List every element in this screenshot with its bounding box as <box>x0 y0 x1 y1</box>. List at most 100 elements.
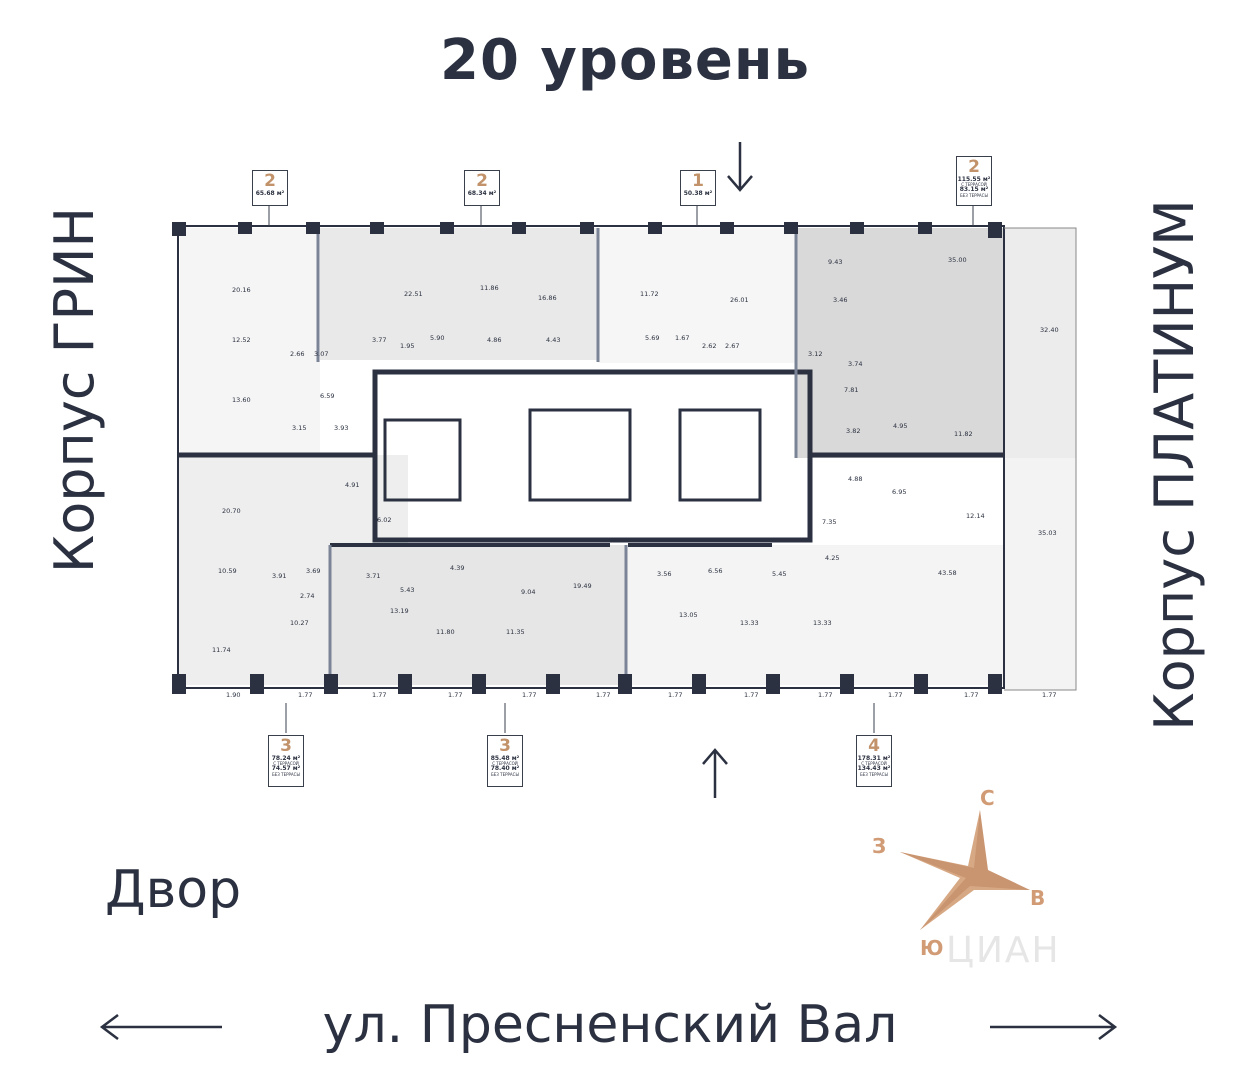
room-area-label: 11.82 <box>954 430 973 438</box>
room-area-label: 9.04 <box>521 588 535 596</box>
room-area-label: 4.95 <box>893 422 907 430</box>
apartment-tag[interactable]: 3 85.48 м² С ТЕРРАСОЙ 78.40 м² БЕЗ ТЕРРА… <box>487 735 523 787</box>
room-area-label: 4.25 <box>825 554 839 562</box>
room-area-label: 43.58 <box>938 569 957 577</box>
compass: С З В Ю ЦИАН <box>872 786 1110 980</box>
arrow-up-icon <box>702 748 728 798</box>
room-area-label: 5.43 <box>400 586 414 594</box>
room-area-label: 4.39 <box>450 564 464 572</box>
room-area-label: 1.77 <box>888 691 902 699</box>
apartment-tag[interactable]: 2 115.55 м² С ТЕРРАСОЙ 83.15 м² БЕЗ ТЕРР… <box>956 156 992 206</box>
compass-east: В <box>1030 886 1046 910</box>
compass-west: З <box>872 834 887 858</box>
room-area-label: 12.14 <box>966 512 985 520</box>
apartment-tag[interactable]: 2 65.68 м² <box>252 170 288 206</box>
room-area-label: 1.77 <box>298 691 312 699</box>
room-area-label: 5.69 <box>645 334 659 342</box>
yard-label: Двор <box>105 860 242 920</box>
room-area-label: 32.40 <box>1040 326 1059 334</box>
room-area-label: 13.19 <box>390 607 409 615</box>
room-area-label: 1.77 <box>596 691 610 699</box>
room-area-label: 4.43 <box>546 336 560 344</box>
room-area-label: 1.95 <box>400 342 414 350</box>
room-area-label: 3.07 <box>314 350 328 358</box>
room-area-label: 10.59 <box>218 567 237 575</box>
room-area-label: 5.45 <box>772 570 786 578</box>
tag-leaders <box>268 206 974 733</box>
room-area-label: 1.77 <box>372 691 386 699</box>
arrow-left-icon <box>99 1014 222 1040</box>
room-area-label: 13.60 <box>232 396 251 404</box>
room-area-label: 6.02 <box>377 516 391 524</box>
room-area-label: 4.91 <box>345 481 359 489</box>
room-area-label: 2.62 <box>702 342 716 350</box>
room-area-label: 3.12 <box>808 350 822 358</box>
room-area-label: 3.74 <box>848 360 862 368</box>
room-area-label: 3.91 <box>272 572 286 580</box>
room-area-label: 1.77 <box>964 691 978 699</box>
room-area-label: 12.52 <box>232 336 251 344</box>
room-area-label: 1.77 <box>744 691 758 699</box>
room-area-label: 20.16 <box>232 286 251 294</box>
watermark: ЦИАН <box>946 930 1061 971</box>
room-area-label: 19.49 <box>573 582 592 590</box>
room-area-label: 7.81 <box>844 386 858 394</box>
room-area-labels: 20.16 12.52 2.66 3.07 13.60 6.59 3.15 3.93 22.51… <box>212 256 1059 699</box>
room-area-label: 3.46 <box>833 296 847 304</box>
room-area-label: 11.72 <box>640 290 659 298</box>
room-area-label: 3.82 <box>846 427 860 435</box>
room-area-label: 2.67 <box>725 342 739 350</box>
room-area-label: 3.71 <box>366 572 380 580</box>
room-area-label: 4.86 <box>487 336 501 344</box>
room-area-label: 3.77 <box>372 336 386 344</box>
room-area-label: 13.05 <box>679 611 698 619</box>
room-area-label: 9.43 <box>828 258 842 266</box>
room-area-label: 2.66 <box>290 350 304 358</box>
page-title: 20 уровень <box>439 28 810 93</box>
room-area-label: 11.74 <box>212 646 231 654</box>
apartment-tag[interactable]: 2 68.34 м² <box>464 170 500 206</box>
room-area-label: 6.56 <box>708 567 722 575</box>
room-area-label: 4.88 <box>848 475 862 483</box>
room-area-label: 6.95 <box>892 488 906 496</box>
room-area-label: 3.56 <box>657 570 671 578</box>
room-area-label: 3.15 <box>292 424 306 432</box>
room-area-label: 2.74 <box>300 592 314 600</box>
compass-north: С <box>980 786 995 810</box>
room-area-label: 1.77 <box>522 691 536 699</box>
room-area-label: 35.03 <box>1038 529 1057 537</box>
room-area-label: 35.00 <box>948 256 967 264</box>
room-area-label: 1.77 <box>668 691 682 699</box>
room-area-label: 20.70 <box>222 507 241 515</box>
room-area-label: 26.01 <box>730 296 749 304</box>
compass-south: Ю <box>920 936 944 960</box>
room-area-label: 3.69 <box>306 567 320 575</box>
room-area-label: 1.77 <box>818 691 832 699</box>
room-area-label: 11.35 <box>506 628 525 636</box>
apartment-tag[interactable]: 4 178.31 м² С ТЕРРАСОЙ 134.43 м² БЕЗ ТЕР… <box>856 735 892 787</box>
apartment-tag[interactable]: 3 78.24 м² С ТЕРРАСОЙ 74.57 м² БЕЗ ТЕРРА… <box>268 735 304 787</box>
room-area-label: 5.90 <box>430 334 444 342</box>
room-area-label: 7.35 <box>822 518 836 526</box>
compass-star-icon <box>900 810 1030 930</box>
street-label: ул. Пресненский Вал <box>322 995 898 1055</box>
room-area-label: 1.77 <box>1042 691 1056 699</box>
apartment-tag[interactable]: 1 50.38 м² <box>680 170 716 206</box>
room-area-label: 3.93 <box>334 424 348 432</box>
room-area-label: 11.80 <box>436 628 455 636</box>
arrow-down-icon <box>727 142 753 192</box>
room-area-label: 13.33 <box>740 619 759 627</box>
plan-shading <box>178 228 1076 690</box>
room-area-label: 6.59 <box>320 392 334 400</box>
room-area-label: 11.86 <box>480 284 499 292</box>
arrow-right-icon <box>990 1014 1118 1040</box>
room-area-label: 1.77 <box>448 691 462 699</box>
room-area-label: 1.90 <box>226 691 240 699</box>
room-area-label: 1.67 <box>675 334 689 342</box>
plan-columns <box>172 222 1002 694</box>
room-area-label: 10.27 <box>290 619 309 627</box>
room-area-label: 22.51 <box>404 290 423 298</box>
room-area-label: 13.33 <box>813 619 832 627</box>
